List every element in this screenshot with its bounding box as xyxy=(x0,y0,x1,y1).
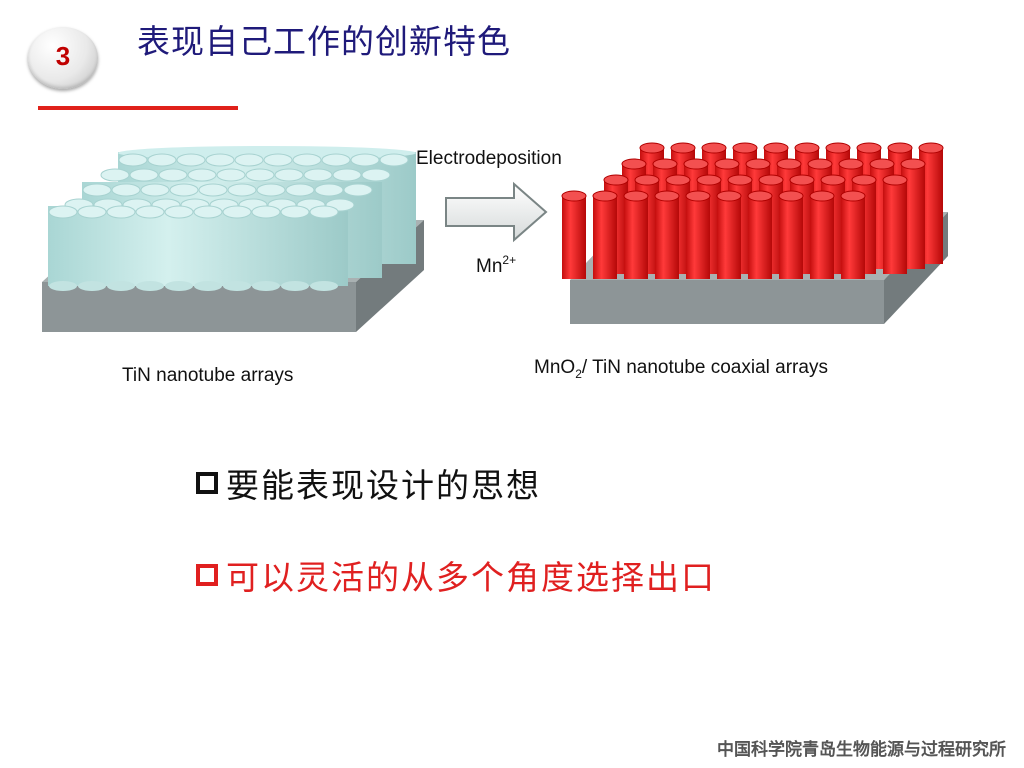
red-nanotube-top xyxy=(685,190,711,202)
left-tubes-front xyxy=(48,206,348,286)
red-nanotube xyxy=(748,196,772,279)
red-nanotube-top xyxy=(825,142,851,154)
left-caption: TiN nanotube arrays xyxy=(122,365,293,386)
red-nanotube xyxy=(686,196,710,279)
red-nanotube xyxy=(779,196,803,279)
red-nanotube-top xyxy=(714,158,740,170)
hollow-square-bullet-icon xyxy=(196,472,218,494)
red-nanotube-top xyxy=(887,142,913,154)
red-nanotube-top xyxy=(727,174,753,186)
red-nanotube xyxy=(593,196,617,279)
red-nanotube-top xyxy=(670,142,696,154)
red-nanotube-top xyxy=(654,190,680,202)
red-nanotube-top xyxy=(696,174,722,186)
red-nanotubes xyxy=(561,142,944,279)
red-nanotube xyxy=(810,196,834,279)
red-nanotube-top xyxy=(758,174,784,186)
red-nanotube-top xyxy=(856,142,882,154)
left-tube-tops xyxy=(48,153,409,219)
red-nanotube-top xyxy=(763,142,789,154)
red-nanotube-top xyxy=(561,190,587,202)
red-nanotube-top xyxy=(621,158,647,170)
red-nanotube-top xyxy=(840,190,866,202)
left-tube-bottoms xyxy=(49,281,338,291)
red-nanotube-top xyxy=(747,190,773,202)
red-nanotube-top xyxy=(592,190,618,202)
red-nanotube-top xyxy=(683,158,709,170)
bullet-item-1: 要能表现设计的思想 xyxy=(196,458,716,508)
right-caption: MnO2/ TiN nanotube coaxial arrays xyxy=(534,357,828,381)
mno2-array-diagram xyxy=(561,142,948,324)
red-nanotube xyxy=(562,196,586,279)
process-label: Electrodeposition xyxy=(416,148,562,169)
red-nanotube-top xyxy=(652,158,678,170)
red-nanotube xyxy=(624,196,648,279)
red-nanotube-top xyxy=(807,158,833,170)
red-nanotube-top xyxy=(745,158,771,170)
red-nanotube-top xyxy=(794,142,820,154)
reagent-label: Mn2+ xyxy=(476,253,516,277)
red-nanotube-top xyxy=(869,158,895,170)
red-nanotube-top xyxy=(851,174,877,186)
bullet-list: 要能表现设计的思想 可以灵活的从多个角度选择出口 xyxy=(196,458,716,600)
arrow-shape xyxy=(445,181,548,243)
red-nanotube xyxy=(717,196,741,279)
red-nanotube-top xyxy=(820,174,846,186)
red-nanotube-top xyxy=(778,190,804,202)
bullet-text-1: 要能表现设计的思想 xyxy=(226,466,541,505)
red-nanotube-top xyxy=(665,174,691,186)
red-nanotube-top xyxy=(732,142,758,154)
hollow-square-bullet-icon xyxy=(196,564,218,586)
left-substrate-front xyxy=(42,282,356,332)
red-nanotube xyxy=(655,196,679,279)
red-nanotube-top xyxy=(623,190,649,202)
red-nanotube-top xyxy=(634,174,660,186)
red-nanotube-top xyxy=(716,190,742,202)
red-nanotube-top xyxy=(789,174,815,186)
right-substrate-front xyxy=(570,280,884,324)
red-nanotube-top xyxy=(882,174,908,186)
slide-number-badge: 3 xyxy=(28,27,98,89)
red-nanotube-top xyxy=(639,142,665,154)
nanotube-figure: Electrodeposition Mn2+ TiN nanotube arra… xyxy=(42,142,948,386)
red-nanotube-top xyxy=(918,142,944,154)
slide-number: 3 xyxy=(55,41,71,71)
bullet-item-2: 可以灵活的从多个角度选择出口 xyxy=(196,550,716,600)
red-nanotube-top xyxy=(603,174,629,186)
red-nanotube xyxy=(841,196,865,279)
red-nanotube-top xyxy=(701,142,727,154)
bullet-text-2: 可以灵活的从多个角度选择出口 xyxy=(226,558,716,597)
red-nanotube-top xyxy=(900,158,926,170)
tin-array-diagram xyxy=(42,146,424,332)
process-arrow xyxy=(445,181,548,243)
red-nanotube-top xyxy=(809,190,835,202)
red-nanotube-top xyxy=(838,158,864,170)
institution-footer: 中国科学院青岛生物能源与过程研究所 xyxy=(717,740,1006,760)
title-underline xyxy=(38,106,238,110)
red-nanotube xyxy=(883,180,907,274)
red-nanotube-top xyxy=(776,158,802,170)
slide-title: 表现自己工作的创新特色 xyxy=(137,22,511,61)
